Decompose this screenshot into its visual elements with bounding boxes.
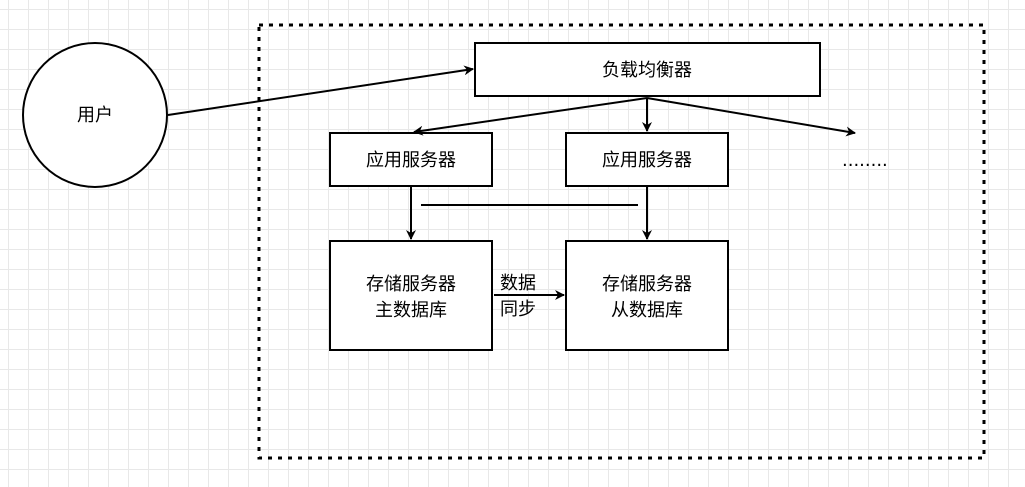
storage-primary-label-line1: 存储服务器 (366, 274, 456, 295)
load-balancer-label: 负载均衡器 (602, 60, 692, 81)
sync-label-line1: 数据 (500, 273, 536, 294)
edge-lb-to-app-server-1 (413, 97, 648, 136)
app-server-node-1: 应用服务器 (329, 132, 493, 187)
storage-primary-label-line2: 主数据库 (375, 300, 447, 321)
edge-user-to-load-balancer (167, 65, 474, 116)
edge-lb-to-more-servers (646, 97, 856, 137)
app-server-node-2: 应用服务器 (565, 132, 729, 187)
user-node: 用户 (22, 42, 168, 188)
sync-label-line2: 同步 (500, 299, 536, 320)
system-boundary (257, 23, 986, 460)
storage-secondary-node: 存储服务器 从数据库 (565, 240, 729, 351)
load-balancer-node: 负载均衡器 (474, 42, 821, 97)
user-label: 用户 (77, 105, 113, 126)
more-servers-ellipsis: ........ (842, 150, 888, 171)
app-server-label-1: 应用服务器 (366, 150, 456, 171)
storage-secondary-label-line1: 存储服务器 (602, 274, 692, 295)
app-server-label-2: 应用服务器 (602, 150, 692, 171)
storage-primary-node: 存储服务器 主数据库 (329, 240, 493, 351)
storage-secondary-label-line2: 从数据库 (611, 300, 683, 321)
